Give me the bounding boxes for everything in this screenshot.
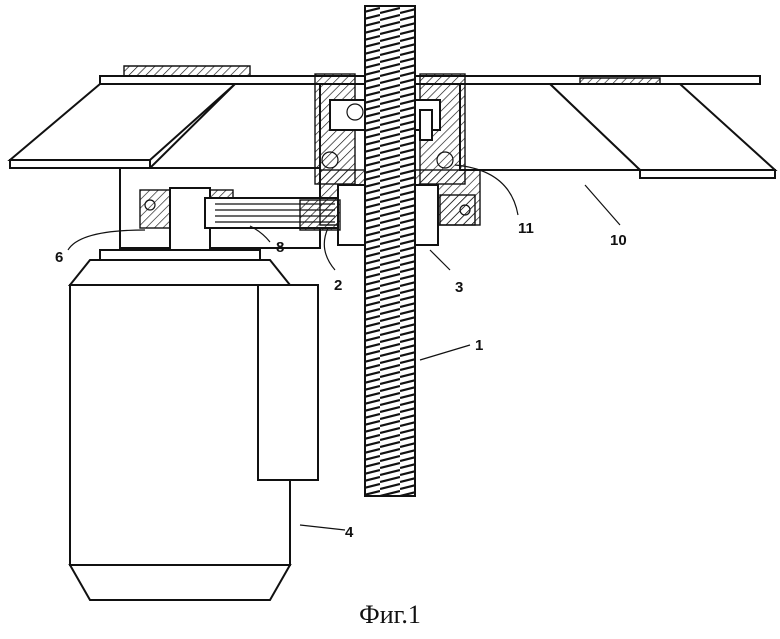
- lead-screw: [365, 6, 415, 496]
- label-2: 2: [334, 277, 342, 294]
- label-10: 10: [610, 232, 627, 249]
- label-6: 6: [55, 249, 63, 266]
- label-1: 1: [475, 337, 483, 354]
- label-8: 8: [276, 239, 284, 256]
- motor: [70, 250, 318, 600]
- figure-caption: Фиг.1: [0, 600, 780, 630]
- label-4: 4: [345, 524, 354, 541]
- label-11: 11: [518, 220, 534, 237]
- label-3: 3: [455, 279, 463, 296]
